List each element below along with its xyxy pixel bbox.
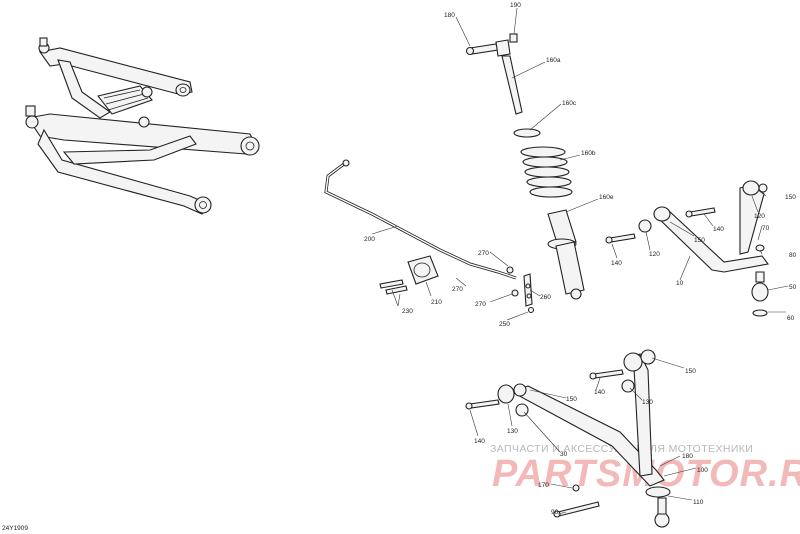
callout-70: 70	[762, 225, 770, 232]
callout-120: 120	[649, 251, 660, 258]
callout-140: 140	[594, 389, 605, 396]
callout-190: 190	[510, 2, 521, 9]
callout-130: 130	[642, 399, 653, 406]
diagram-code: 24Y1909	[2, 525, 28, 532]
callout-200: 200	[364, 236, 375, 243]
callout-100: 100	[697, 467, 708, 474]
callout-160a: 160a	[546, 57, 561, 64]
lower-a-arm-exploded	[465, 349, 671, 528]
callout-270: 270	[478, 250, 489, 257]
callout-10: 10	[676, 280, 684, 287]
callout-130: 130	[507, 428, 518, 435]
callout-80: 80	[789, 252, 797, 259]
callout-140: 140	[713, 226, 724, 233]
callout-250: 250	[499, 321, 510, 328]
callout-230: 230	[402, 308, 413, 315]
callout-140: 140	[474, 438, 485, 445]
callout-150: 150	[566, 396, 577, 403]
callout-150: 150	[694, 237, 705, 244]
leader-lines	[371, 7, 789, 515]
callout-30: 30	[560, 451, 568, 458]
callout-90: 90	[551, 509, 559, 516]
callout-120: 120	[754, 213, 765, 220]
callout-260: 260	[540, 294, 551, 301]
coil-spring	[520, 146, 573, 198]
callout-180: 180	[444, 12, 455, 19]
upper-a-arm-exploded	[605, 180, 769, 317]
sway-bar-assembly	[324, 159, 535, 314]
shock-absorber-exploded	[465, 33, 585, 300]
assembled-suspension-overview	[25, 37, 260, 215]
callout-160c: 160c	[562, 100, 577, 107]
callout-110: 110	[693, 499, 704, 506]
callout-170: 170	[538, 482, 549, 489]
callout-60: 60	[787, 315, 795, 322]
callout-150: 150	[685, 368, 696, 375]
callout-50: 50	[789, 284, 797, 291]
callout-150: 150	[785, 194, 796, 201]
callout-160b: 160b	[581, 150, 596, 157]
callout-180: 180	[682, 453, 693, 460]
callout-270: 270	[452, 286, 463, 293]
callout-210: 210	[431, 299, 442, 306]
callout-140: 140	[611, 260, 622, 267]
callout-160e: 160e	[599, 194, 614, 201]
callout-labels: 180 190 160a 160c 160b 160e 150 120 140 …	[364, 2, 797, 516]
callout-270: 270	[475, 301, 486, 308]
